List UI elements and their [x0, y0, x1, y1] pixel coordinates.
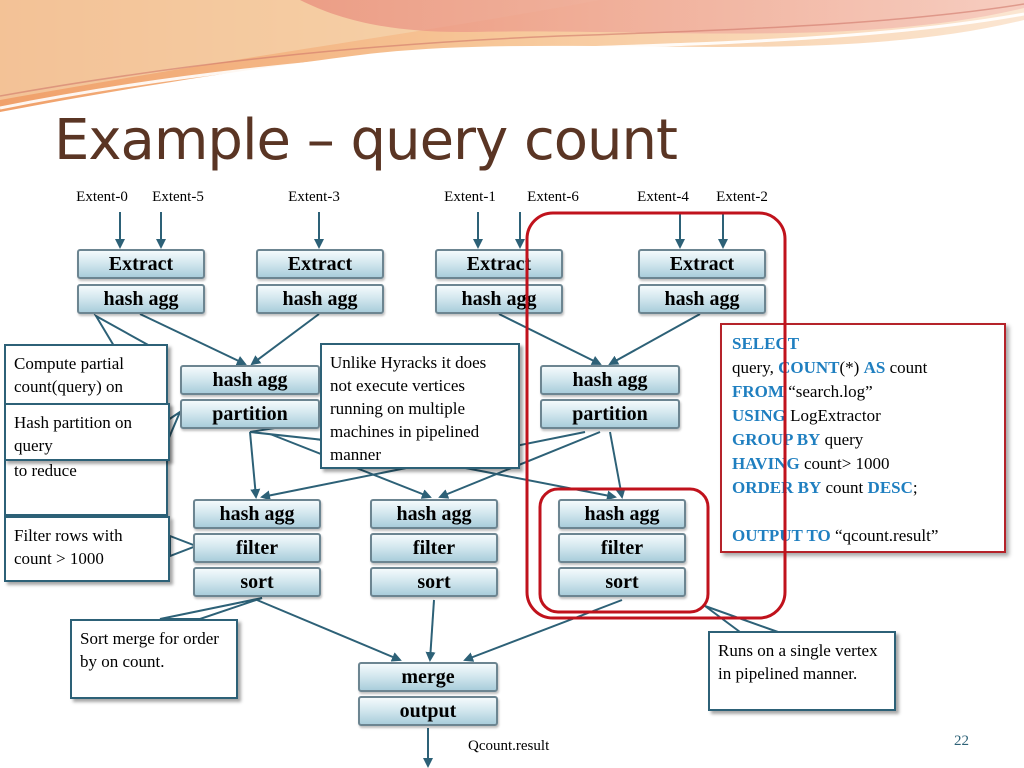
sql-keyword-using: USING [732, 406, 786, 425]
extent-6-label: Extent-6 [527, 189, 579, 205]
sql-line-8: OUTPUT TO “qcount.result” [732, 526, 939, 545]
output-file-label: Qcount.result [468, 738, 550, 754]
extract-node-3: Extract [435, 249, 563, 279]
sql-keyword-select: SELECT [732, 334, 800, 353]
extent-1-label: Extent-1 [444, 189, 496, 205]
filter-node-1: filter [193, 533, 321, 563]
hash-agg-node-s2-right: hash agg [540, 365, 680, 395]
hash-agg-node-4a: hash agg [638, 284, 766, 314]
output-node: output [358, 696, 498, 726]
sql-line-4: USING LogExtractor [732, 406, 881, 425]
hash-agg-node-s2-left: hash agg [180, 365, 320, 395]
sql-keyword-output-to: OUTPUT TO [732, 526, 831, 545]
filter-node-3: filter [558, 533, 686, 563]
sql-line-7: ORDER BY count DESC; [732, 478, 918, 497]
sql-keyword-having: HAVING [732, 454, 800, 473]
pipeline-highlight-large [525, 211, 787, 620]
page-number: 22 [954, 733, 969, 749]
hash-agg-node-s3-2: hash agg [370, 499, 498, 529]
callout-filter-rows: Filter rows with count > 1000 [4, 516, 170, 582]
sql-keyword-as: AS [863, 358, 886, 377]
extent-4-label: Extent-4 [637, 189, 689, 205]
hash-agg-node-s3-3: hash agg [558, 499, 686, 529]
hash-agg-node-1a: hash agg [77, 284, 205, 314]
sql-line-5: GROUP BY query [732, 430, 864, 449]
hash-agg-node-3a: hash agg [435, 284, 563, 314]
pipeline-highlight-small [538, 487, 710, 614]
sql-query-box: SELECT query, COUNT(*) AS count FROM “se… [720, 323, 1006, 553]
extent-0-label: Extent-0 [76, 189, 128, 205]
callout-single-vertex: Runs on a single vertex in pipelined man… [708, 631, 896, 711]
extent-5-label: Extent-5 [152, 189, 204, 205]
extent-3-label: Extent-3 [288, 189, 340, 205]
sql-line-2: query, COUNT(*) AS count [732, 358, 928, 377]
sql-keyword-from: FROM [732, 382, 784, 401]
sql-line-6: HAVING count> 1000 [732, 454, 890, 473]
extract-node-4: Extract [638, 249, 766, 279]
merge-node: merge [358, 662, 498, 692]
hash-agg-node-s3-1: hash agg [193, 499, 321, 529]
sql-keyword-order-by: ORDER BY [732, 478, 822, 497]
sql-keyword-group-by: GROUP BY [732, 430, 821, 449]
callout-unlike-hyracks: Unlike Hyracks it does not execute verti… [320, 343, 520, 469]
hash-agg-node-2a: hash agg [256, 284, 384, 314]
callout-compute-partial-text: Compute partial count(query) on [14, 354, 125, 396]
extent-2-label: Extent-2 [716, 189, 768, 205]
callout-sort-merge: Sort merge for order by on count. [70, 619, 238, 699]
sort-node-2: sort [370, 567, 498, 597]
sql-line-3: FROM “search.log” [732, 382, 873, 401]
filter-node-2: filter [370, 533, 498, 563]
extract-node-2: Extract [256, 249, 384, 279]
sql-keyword-count: COUNT [778, 358, 840, 377]
sql-line-1: SELECT [732, 332, 994, 356]
callout-hash-partition: Hash partition on query [4, 403, 170, 461]
slide-title: Example – query count [54, 108, 678, 173]
sort-node-3: sort [558, 567, 686, 597]
sort-node-1: sort [193, 567, 321, 597]
partition-node-left: partition [180, 399, 320, 429]
extract-node-1: Extract [77, 249, 205, 279]
partition-node-right: partition [540, 399, 680, 429]
sql-keyword-desc: DESC [867, 478, 913, 497]
